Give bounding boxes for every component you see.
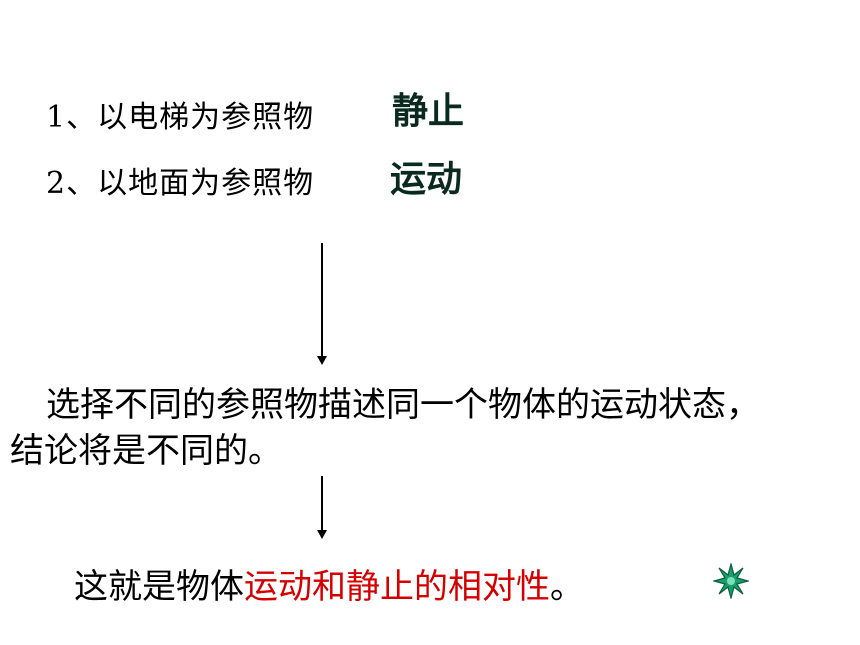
conclusion: 这就是物体运动和静止的相对性。 (74, 559, 584, 608)
item-1-answer: 静止 (392, 91, 465, 132)
conclusion-highlight: 运动和静止的相对性 (244, 567, 550, 607)
statement-line-2: 结论将是不同的。 (10, 431, 282, 471)
item-2-label: 2、以地面为参照物 (46, 166, 315, 201)
statement: 选择不同的参照物描述同一个物体的运动状态， 结论将是不同的。 (10, 382, 855, 474)
conclusion-prefix: 这就是物体 (74, 567, 244, 607)
star-burst-icon (713, 563, 749, 599)
statement-line-1: 选择不同的参照物描述同一个物体的运动状态， (46, 385, 760, 425)
conclusion-suffix: 。 (550, 567, 584, 607)
down-arrow-1 (315, 243, 329, 365)
item-1-label: 1、以电梯为参照物 (46, 100, 315, 135)
down-arrow-2 (315, 476, 329, 539)
item-2-answer: 运动 (390, 159, 463, 200)
